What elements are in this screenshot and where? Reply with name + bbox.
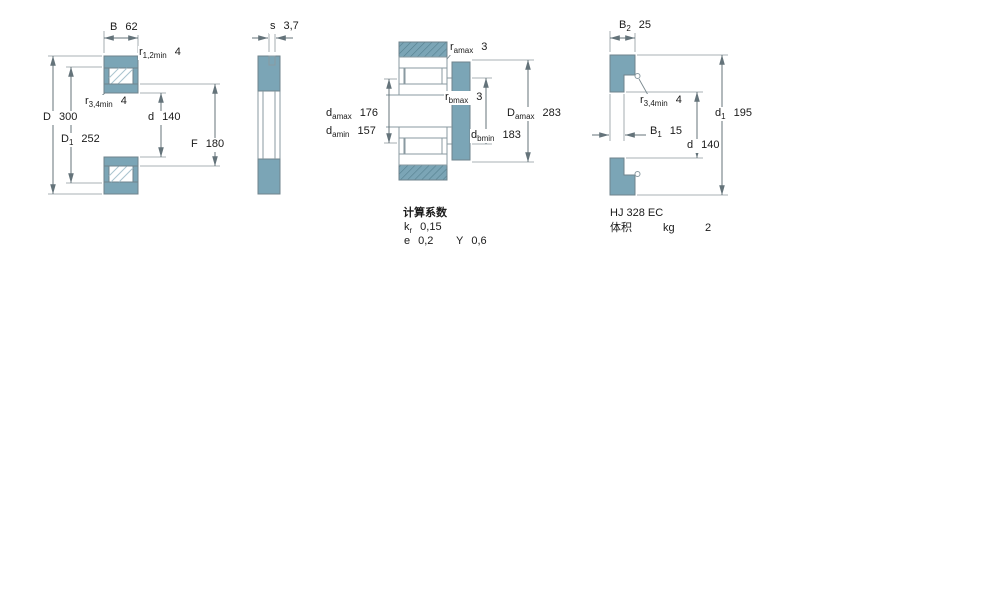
abutment-cover xyxy=(451,61,471,161)
outer-ring-flange-left-lower xyxy=(103,165,110,183)
housing-shoulder-lower xyxy=(398,164,448,181)
bearing-outline-lower xyxy=(404,137,443,155)
mass-label: 体积 xyxy=(610,222,632,234)
hj-ring-lower xyxy=(446,126,453,145)
hj-designation: HJ 328 EC xyxy=(610,207,664,219)
leader-r34-hj xyxy=(638,78,649,96)
mass-unit: kg xyxy=(663,222,675,234)
outer-ring-lower xyxy=(103,181,139,195)
outer-ring-flange-left-upper xyxy=(103,67,110,85)
bearing-cross-section-drawing xyxy=(48,31,220,195)
outer-ring-flange-right-lower xyxy=(132,165,139,183)
hj-ring-section-lower xyxy=(609,157,636,196)
outer-ring-flange-right-upper xyxy=(132,67,139,85)
ring-step xyxy=(268,55,276,66)
radius-marker-lower xyxy=(634,171,641,177)
abutment-drawing xyxy=(384,41,534,181)
hj-ring-drawing xyxy=(592,31,728,196)
outer-ring-upper xyxy=(103,55,139,69)
housing-shoulder-upper xyxy=(398,41,448,58)
inner-ring-lower xyxy=(103,156,139,167)
bearing-outline-upper xyxy=(404,67,443,85)
hj-ring-section-upper xyxy=(609,54,636,93)
mass-value: 2 xyxy=(705,222,712,234)
calc-factors-title: 计算系数 xyxy=(403,207,447,219)
ring-band-lower xyxy=(257,158,281,195)
inner-ring-upper xyxy=(103,83,139,94)
side-view-drawing xyxy=(252,33,293,195)
radius-marker-upper xyxy=(634,73,641,79)
